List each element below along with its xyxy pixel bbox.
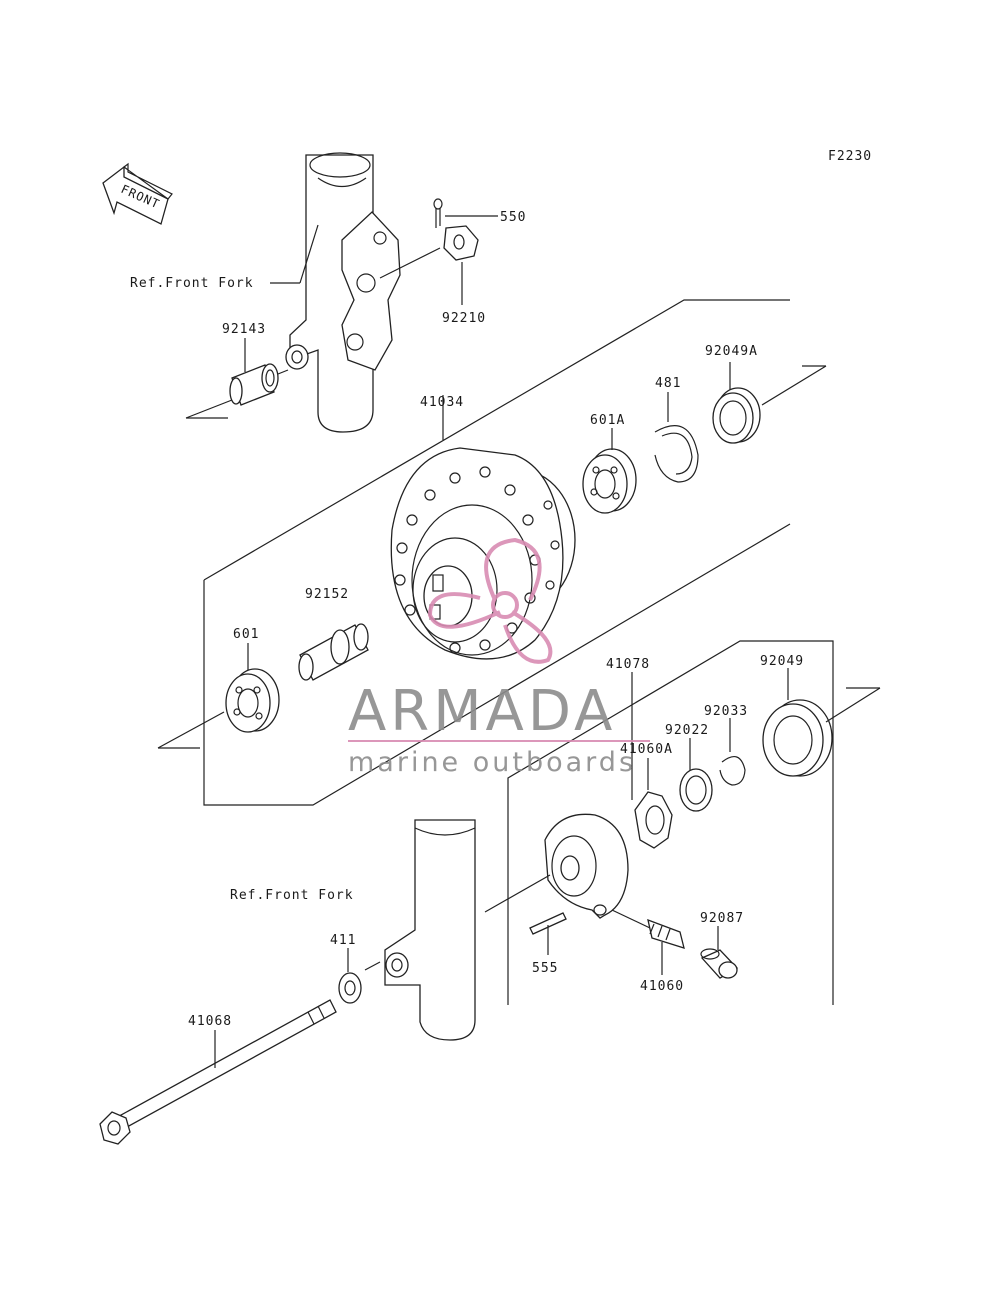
part-label-41068: 41068 — [188, 1014, 232, 1029]
part-label-92210: 92210 — [442, 311, 486, 326]
part-label-411: 411 — [330, 933, 356, 948]
part-label-41060A: 41060A — [620, 742, 673, 757]
circlip-481-icon — [654, 425, 699, 483]
part-label-555: 555 — [532, 961, 558, 976]
oil-seal-92049a-icon — [712, 387, 761, 444]
figure-code: F2230 — [828, 149, 872, 164]
front-arrow-icon: FRONT — [102, 162, 173, 225]
bearing-601-icon — [225, 668, 280, 733]
part-label-92143: 92143 — [222, 322, 266, 337]
bearing-601a-icon — [582, 448, 637, 514]
part-label-92087: 92087 — [700, 911, 744, 926]
washer-92022-icon — [679, 768, 713, 812]
propeller-logo-icon — [427, 537, 553, 664]
part-label-41034: 41034 — [420, 395, 464, 410]
part-label-92049: 92049 — [760, 654, 804, 669]
axle-icon — [99, 999, 337, 1145]
gear-housing-frame — [507, 640, 834, 1005]
castle-nut-icon — [443, 225, 479, 261]
part-label-550: 550 — [500, 210, 526, 225]
cotter-pin-icon — [433, 198, 443, 228]
speedometer-gearbox-icon — [544, 813, 629, 919]
upper-front-fork-icon — [285, 152, 401, 433]
lower-front-fork-icon — [384, 819, 476, 1041]
bushing-icon — [700, 948, 739, 979]
pin-icon — [529, 912, 567, 935]
part-label-41078: 41078 — [606, 657, 650, 672]
armada-watermark-logo: ARMADA marine outboards — [348, 537, 650, 778]
hub-assembly-frame — [203, 299, 791, 806]
watermark-tagline: marine outboards — [348, 747, 636, 778]
circlip-92033-icon — [719, 755, 746, 786]
part-label-92049A: 92049A — [705, 344, 758, 359]
ref-front-fork-upper: Ref.Front Fork — [130, 276, 254, 291]
washer-411-icon — [338, 972, 362, 1004]
pinion-gear-icon — [611, 909, 685, 949]
part-label-601A: 601A — [590, 413, 625, 428]
watermark-brand: ARMADA — [348, 679, 616, 744]
part-label-92022: 92022 — [665, 723, 709, 738]
oil-seal-92049-icon — [762, 699, 833, 777]
part-label-92152: 92152 — [305, 587, 349, 602]
part-label-601: 601 — [233, 627, 259, 642]
wheel-hub-icon — [390, 447, 576, 660]
part-label-481: 481 — [655, 376, 681, 391]
drive-gear-icon — [634, 791, 673, 849]
spacer-icon — [298, 623, 369, 681]
part-label-41060: 41060 — [640, 979, 684, 994]
collar-icon — [229, 363, 279, 406]
ref-front-fork-lower: Ref.Front Fork — [230, 888, 354, 903]
part-label-92033: 92033 — [704, 704, 748, 719]
